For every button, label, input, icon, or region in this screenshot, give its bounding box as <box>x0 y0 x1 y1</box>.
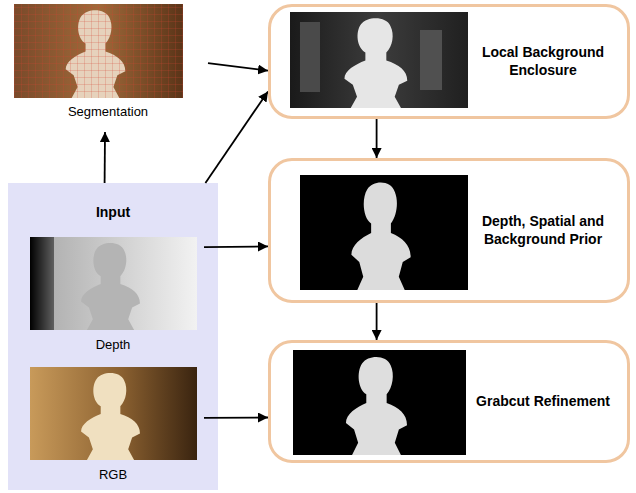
process-box: Grabcut Refinement <box>268 340 630 463</box>
image-ground <box>290 12 468 108</box>
flow-arrow <box>204 417 268 419</box>
near-strip <box>30 237 54 330</box>
image-ground <box>30 367 197 460</box>
image-caption: RGB <box>99 467 127 483</box>
input-panel-ground <box>8 183 218 490</box>
process-label: Depth, Spatial and Background Prior <box>465 213 621 248</box>
image-caption: Segmentation <box>68 104 148 120</box>
map-patch <box>300 22 320 92</box>
flow-arrow <box>376 119 378 158</box>
enclosure-map <box>290 12 468 108</box>
depth-image <box>30 237 197 330</box>
bust-figure <box>81 373 140 460</box>
image-node: Segmentation <box>8 2 208 132</box>
superpixel-grid <box>14 4 183 98</box>
flow-arrow <box>376 303 378 340</box>
image-caption: Depth <box>96 337 131 353</box>
bust-figure <box>81 243 140 330</box>
segmentation-image <box>14 4 183 98</box>
prior-map <box>300 175 468 290</box>
image-node: Depth <box>22 233 204 355</box>
bust-figure <box>351 183 410 290</box>
flow-arrow <box>205 91 268 183</box>
rgb-image <box>30 367 197 460</box>
grabcut-map <box>293 350 466 455</box>
bust-figure <box>344 18 407 108</box>
process-label: Local Background Enclosure <box>465 44 621 79</box>
flow-arrow <box>204 246 268 248</box>
process-box: Depth, Spatial and Background Prior <box>268 158 630 303</box>
image-ground <box>30 237 197 330</box>
flow-arrow <box>104 132 106 183</box>
process-box: Local Background Enclosure <box>268 4 630 119</box>
image-ground <box>14 4 183 98</box>
image-ground <box>293 350 466 455</box>
image-node: RGB <box>22 363 204 485</box>
input-panel: InputDepthRGB <box>8 183 218 490</box>
image-ground <box>300 175 468 290</box>
flow-arrow <box>208 63 268 71</box>
process-label: Grabcut Refinement <box>465 393 621 411</box>
panel-heading: Input <box>96 204 130 222</box>
map-patch <box>420 30 442 90</box>
bust-figure <box>346 357 407 455</box>
